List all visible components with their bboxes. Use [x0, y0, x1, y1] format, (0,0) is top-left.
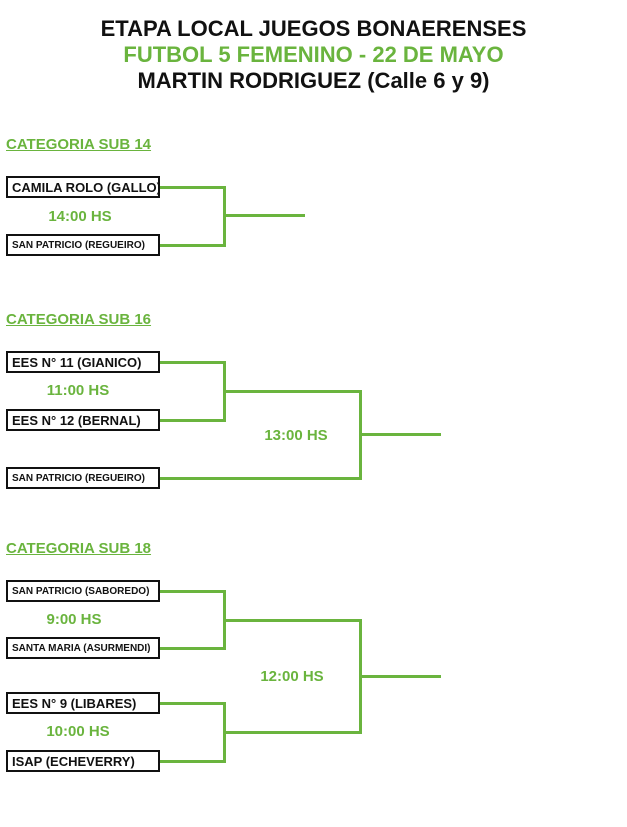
sub18-bracket-line	[223, 731, 362, 734]
sub18-team-2: SANTA MARIA (ASURMENDI)	[6, 637, 160, 659]
sub16-team-3: SAN PATRICIO (REGUEIRO)	[6, 467, 160, 489]
sub18-bracket-line	[223, 619, 362, 622]
sub14-bracket-line	[160, 186, 226, 189]
sub16-bracket-line	[160, 361, 226, 364]
sub14-team-2: SAN PATRICIO (REGUEIRO)	[6, 234, 160, 256]
sub16-team-2: EES N° 12 (BERNAL)	[6, 409, 160, 431]
sub14-bracket-line	[160, 244, 226, 247]
sub18-bracket-line	[160, 590, 226, 593]
sub18-match-time-2: 10:00 HS	[46, 723, 110, 740]
category-sub14-title: CATEGORIA SUB 14	[6, 136, 152, 153]
sub16-bracket-line	[359, 433, 441, 436]
category-sub18-title: CATEGORIA SUB 18	[6, 540, 152, 557]
category-sub16-title: CATEGORIA SUB 16	[6, 311, 152, 328]
sub16-team-1: EES N° 11 (GIANICO)	[6, 351, 160, 373]
sub14-match-time: 14:00 HS	[48, 208, 112, 225]
sub18-bracket-line	[160, 702, 226, 705]
sub16-bracket-line	[160, 419, 226, 422]
title-line-3: MARTIN RODRIGUEZ (Calle 6 y 9)	[137, 68, 490, 93]
sub16-bracket-line	[160, 477, 362, 480]
sub18-team-1: SAN PATRICIO (SABOREDO)	[6, 580, 160, 602]
sub18-bracket-line	[160, 760, 226, 763]
sub18-team-4: ISAP (ECHEVERRY)	[6, 750, 160, 772]
title-line-2: FUTBOL 5 FEMENINO - 22 DE MAYO	[123, 42, 504, 67]
sub14-team-1: CAMILA ROLO (GALLO)	[6, 176, 160, 198]
sub18-match-time-1: 9:00 HS	[46, 611, 102, 628]
sub18-match-time-3: 12:00 HS	[260, 668, 324, 685]
sub14-bracket-line	[223, 214, 305, 217]
title-line-1: ETAPA LOCAL JUEGOS BONAERENSES	[100, 16, 527, 41]
sub18-bracket-line	[160, 647, 226, 650]
sub16-bracket-line	[223, 390, 362, 393]
sub18-team-3: EES N° 9 (LIBARES)	[6, 692, 160, 714]
sub16-match-time-2: 13:00 HS	[264, 427, 328, 444]
sub18-bracket-line	[359, 675, 441, 678]
sub16-match-time-1: 11:00 HS	[46, 382, 110, 399]
